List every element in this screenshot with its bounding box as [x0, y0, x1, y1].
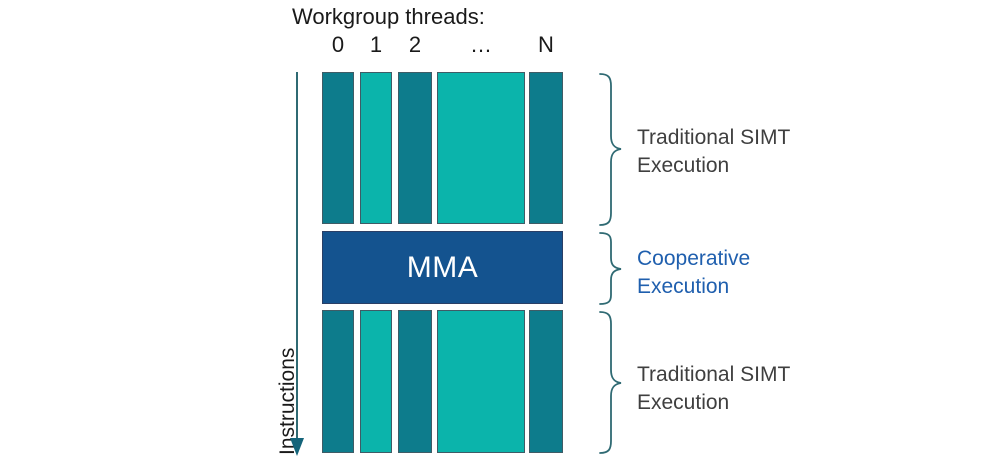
simt-top-bar-thread-ellipsis: [437, 72, 525, 224]
thread-label-ellipsis: …: [470, 32, 492, 57]
simt-bottom-bar-thread-2: [398, 310, 432, 453]
simt-top-bar-thread-1: [360, 72, 392, 224]
simt-bottom-bar-thread-0: [322, 310, 354, 453]
group-label-cooperative: Cooperative Execution: [637, 247, 751, 298]
simt-top-bar-thread-n: [529, 72, 563, 224]
brace-simt-top-icon: [599, 73, 622, 226]
brace-simt-bottom-icon: [599, 311, 622, 454]
instructions-axis-label: Instructions: [276, 347, 299, 455]
group-label-simt-top: Traditional SIMT Execution: [637, 126, 791, 177]
thread-label-n: N: [538, 32, 554, 57]
brace-cooperative-icon: [599, 232, 622, 305]
thread-label-1: 1: [369, 32, 383, 57]
mma-label: MMA: [406, 250, 479, 284]
simt-top-bar-thread-2: [398, 72, 432, 224]
simt-top-bar-thread-0: [322, 72, 354, 224]
mma-block: MMA: [322, 231, 563, 304]
workgroup-threads-title: Workgroup threads:: [292, 4, 485, 29]
thread-label-0: 0: [331, 32, 345, 57]
thread-label-2: 2: [408, 32, 422, 57]
simt-bottom-bar-thread-ellipsis: [437, 310, 525, 453]
group-label-simt-bottom: Traditional SIMT Execution: [637, 363, 791, 414]
simt-bottom-bar-thread-1: [360, 310, 392, 453]
simt-bottom-bar-thread-n: [529, 310, 563, 453]
